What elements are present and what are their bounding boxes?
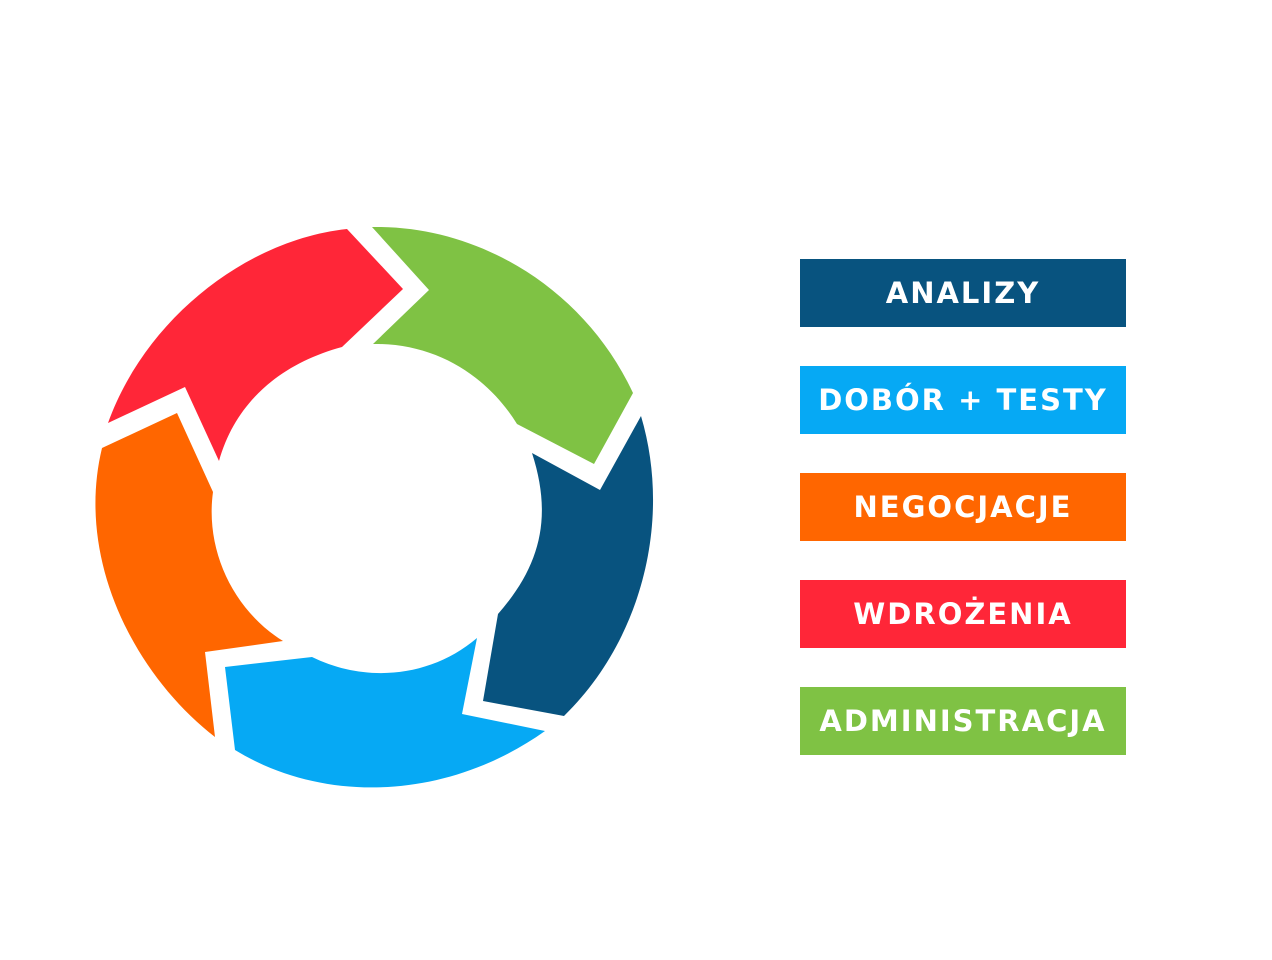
label-wdrozenia: WDROŻENIA xyxy=(800,580,1126,648)
label-dobor-testy: DOBÓR + TESTY xyxy=(800,366,1126,434)
label-analizy: ANALIZY xyxy=(800,259,1126,327)
cycle-arrow-negocjacje xyxy=(95,413,283,737)
label-administracja: ADMINISTRACJA xyxy=(800,687,1126,755)
cycle-arrow-administracja xyxy=(372,226,633,464)
cycle-arrow-analizy xyxy=(483,416,654,716)
cycle-arrow-dobor-testy xyxy=(225,638,545,788)
label-negocjacje: NEGOCJACJE xyxy=(800,473,1126,541)
cycle-arrow-wdrozenia xyxy=(108,229,403,461)
